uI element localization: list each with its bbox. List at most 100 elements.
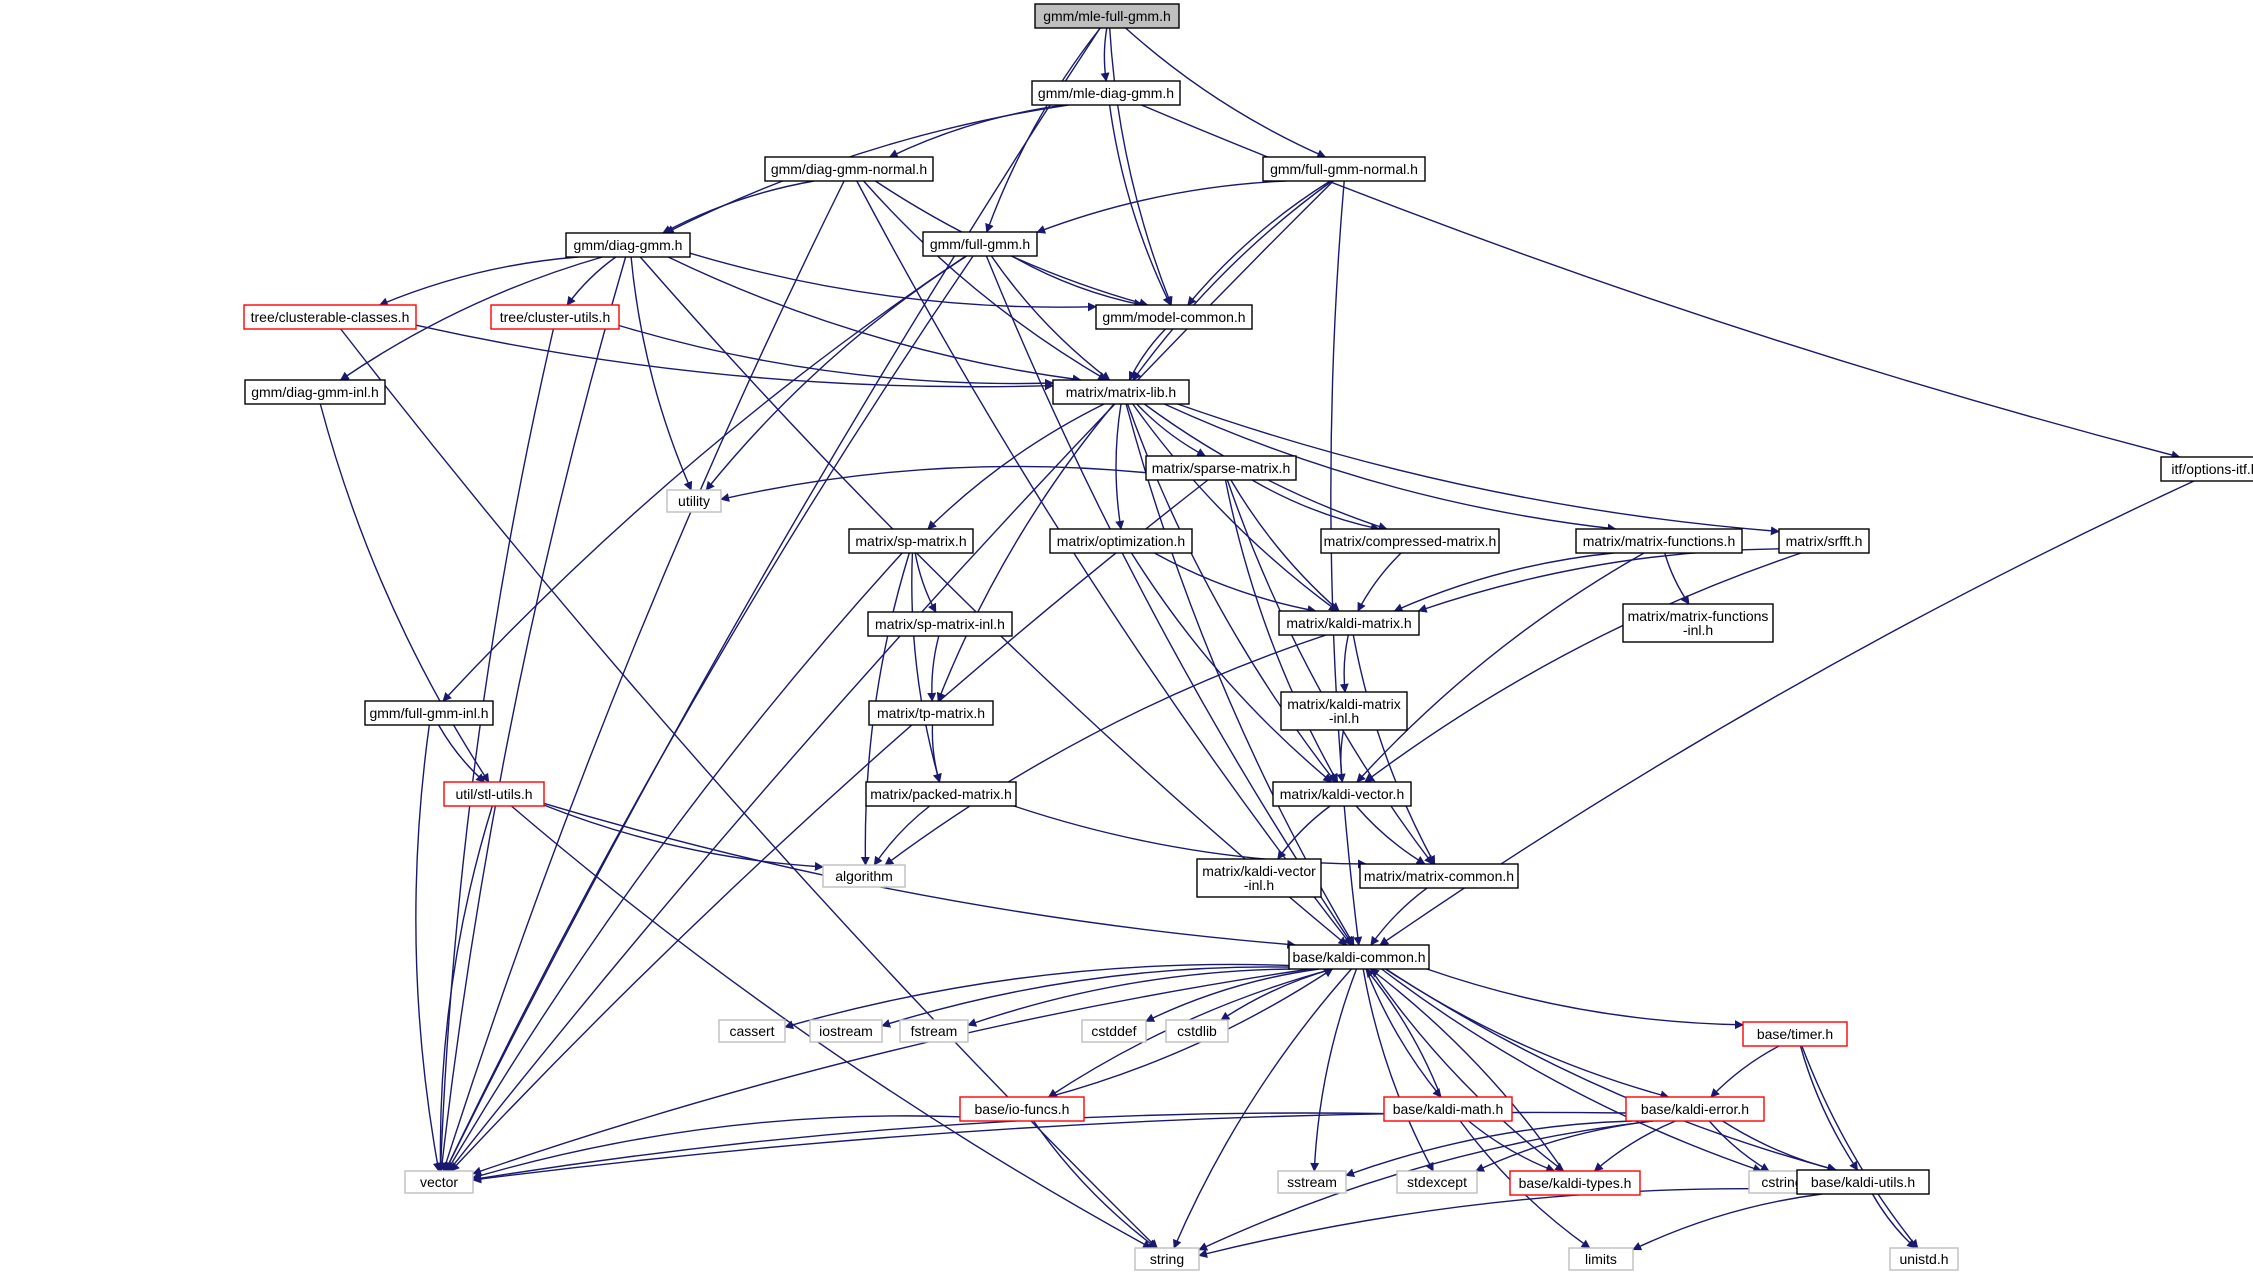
node-kaldi-matrix[interactable]: matrix/kaldi-matrix.h <box>1278 610 1420 636</box>
node-box <box>2160 456 2253 482</box>
edge-mle-full-to-mle-diag <box>1100 27 1110 82</box>
node-label: base/kaldi-math.h <box>1393 1101 1504 1117</box>
edge-matrix-functions-to-kaldi-vector <box>1356 552 1645 783</box>
node-sparse-matrix[interactable]: matrix/sparse-matrix.h <box>1145 455 1297 481</box>
edge-diag-gmm-to-clusterable <box>378 256 579 307</box>
node-kaldi-vector[interactable]: matrix/kaldi-vector.h <box>1272 781 1412 807</box>
node-model-common[interactable]: gmm/model-common.h <box>1095 304 1253 330</box>
edge-kaldi-common-to-kaldi-utils <box>1385 968 1837 1173</box>
node-sp-matrix[interactable]: matrix/sp-matrix.h <box>848 528 974 554</box>
edge-cluster-utils-to-vector <box>436 328 555 1172</box>
node-label: base/kaldi-types.h <box>1519 1175 1632 1191</box>
node-label: base/io-funcs.h <box>975 1101 1070 1117</box>
node-box <box>1031 80 1181 106</box>
node-label: gmm/model-common.h <box>1102 309 1245 325</box>
node-box <box>565 232 691 258</box>
node-timer[interactable]: base/timer.h <box>1742 1021 1848 1047</box>
node-box <box>1196 858 1322 898</box>
node-label: matrix/matrix-functions.h <box>1583 533 1735 549</box>
edge-matrix-lib-to-srfft <box>1177 403 1780 536</box>
node-label: matrix/optimization.h <box>1057 533 1185 549</box>
node-clusterable[interactable]: tree/clusterable-classes.h <box>243 304 417 330</box>
node-kaldi-types[interactable]: base/kaldi-types.h <box>1509 1170 1641 1196</box>
node-label: util/stl-utils.h <box>455 786 532 802</box>
node-kaldi-vector-inl[interactable]: matrix/kaldi-vector-inl.h <box>1196 858 1322 898</box>
node-io-funcs[interactable]: base/io-funcs.h <box>959 1096 1085 1122</box>
node-box <box>848 528 974 554</box>
node-diag-normal[interactable]: gmm/diag-gmm-normal.h <box>764 156 934 182</box>
node-label: gmm/full-gmm-inl.h <box>369 705 488 721</box>
edge-matrix-lib-to-optimization <box>1115 403 1125 530</box>
node-options-itf[interactable]: itf/options-itf.h <box>2160 456 2253 482</box>
node-algorithm: algorithm <box>822 864 906 888</box>
node-diag-gmm[interactable]: gmm/diag-gmm.h <box>565 232 691 258</box>
edge-kaldi-matrix-to-kaldi-matrix-inl <box>1339 634 1349 693</box>
node-cstdlib: cstdlib <box>1165 1019 1229 1043</box>
edge-matrix-functions-to-kaldi-matrix <box>1393 552 1614 612</box>
node-label: unistd.h <box>1899 1251 1948 1267</box>
node-full-gmm-inl[interactable]: gmm/full-gmm-inl.h <box>364 700 494 726</box>
edge-kaldi-types-to-kaldi-common <box>1369 968 1565 1172</box>
node-matrix-lib[interactable]: matrix/matrix-lib.h <box>1052 379 1190 405</box>
node-cluster-utils[interactable]: tree/cluster-utils.h <box>490 304 620 330</box>
node-sp-matrix-inl[interactable]: matrix/sp-matrix-inl.h <box>867 611 1013 637</box>
node-tp-matrix[interactable]: matrix/tp-matrix.h <box>868 700 994 726</box>
node-label: tree/clusterable-classes.h <box>251 309 410 325</box>
node-kaldi-error[interactable]: base/kaldi-error.h <box>1625 1096 1765 1122</box>
node-mle-diag[interactable]: gmm/mle-diag-gmm.h <box>1031 80 1181 106</box>
edge-kaldi-vector-to-matrix-common <box>1355 805 1426 865</box>
node-kaldi-math[interactable]: base/kaldi-math.h <box>1383 1096 1513 1122</box>
node-kaldi-matrix-inl[interactable]: matrix/kaldi-matrix-inl.h <box>1280 691 1408 731</box>
edge-full-gmm-inl-to-stl-utils <box>437 724 486 783</box>
node-label: matrix/matrix-lib.h <box>1066 384 1176 400</box>
node-label: matrix/sp-matrix.h <box>855 533 966 549</box>
node-label: matrix/matrix-functions-inl.h <box>1628 608 1769 638</box>
node-compressed-matrix[interactable]: matrix/compressed-matrix.h <box>1320 528 1500 554</box>
edge-sparse-matrix-to-vector <box>450 479 1209 1172</box>
node-label: matrix/kaldi-vector.h <box>1280 786 1404 802</box>
edge-kaldi-common-to-cstddef <box>1145 968 1320 1022</box>
edge-io-funcs-to-kaldi-common <box>1048 968 1334 1098</box>
node-matrix-functions-inl[interactable]: matrix/matrix-functions-inl.h <box>1622 603 1774 643</box>
node-label: matrix/compressed-matrix.h <box>1324 533 1497 549</box>
node-matrix-functions[interactable]: matrix/matrix-functions.h <box>1575 528 1743 554</box>
node-mle-full[interactable]: gmm/mle-full-gmm.h <box>1034 3 1180 29</box>
node-matrix-common[interactable]: matrix/matrix-common.h <box>1359 863 1519 889</box>
node-label: cstddef <box>1091 1023 1136 1039</box>
node-packed-matrix[interactable]: matrix/packed-matrix.h <box>865 781 1017 807</box>
node-box <box>1262 156 1426 182</box>
edge-io-funcs-to-string <box>1033 1120 1158 1249</box>
node-kaldi-utils[interactable]: base/kaldi-utils.h <box>1796 1169 1930 1195</box>
edge-kaldi-math-to-kaldi-common <box>1365 968 1442 1098</box>
node-label: limits <box>1585 1251 1617 1267</box>
edge-kaldi-error-to-kaldi-utils <box>1722 1120 1837 1173</box>
node-box <box>899 1019 969 1043</box>
node-box <box>809 1019 883 1043</box>
nodes-layer: gmm/mle-full-gmm.h gmm/mle-diag-gmm.h gmm/… <box>243 3 2253 1271</box>
edge-kaldi-matrix-to-algorithm <box>884 634 1327 866</box>
edge-kaldi-common-to-stdexcept <box>1362 968 1434 1172</box>
node-full-normal[interactable]: gmm/full-gmm-normal.h <box>1262 156 1426 182</box>
node-stl-utils[interactable]: util/stl-utils.h <box>443 781 545 807</box>
node-full-gmm[interactable]: gmm/full-gmm.h <box>922 231 1038 257</box>
edge-kaldi-common-to-fstream <box>967 968 1291 1027</box>
node-label: matrix/kaldi-vector-inl.h <box>1202 863 1316 893</box>
node-diag-gmm-inl[interactable]: gmm/diag-gmm-inl.h <box>244 379 386 405</box>
node-box <box>1277 1170 1347 1194</box>
node-limits: limits <box>1568 1247 1634 1271</box>
node-box <box>1383 1096 1513 1122</box>
edge-kaldi-math-to-vector <box>472 1112 1385 1183</box>
node-box <box>1625 1096 1765 1122</box>
node-box <box>959 1096 1085 1122</box>
node-label: itf/options-itf.h <box>2171 461 2253 477</box>
edge-kaldi-common-to-sstream <box>1310 968 1358 1172</box>
edge-matrix-lib-to-sparse-matrix <box>1136 403 1206 457</box>
node-kaldi-common[interactable]: base/kaldi-common.h <box>1288 944 1430 970</box>
node-label: fstream <box>911 1023 958 1039</box>
edge-stl-utils-to-vector <box>435 805 493 1172</box>
edge-diag-gmm-to-model-common <box>689 252 1097 312</box>
node-box <box>1134 1247 1200 1271</box>
node-box <box>1272 781 1412 807</box>
node-optimization[interactable]: matrix/optimization.h <box>1049 528 1193 554</box>
node-srfft[interactable]: matrix/srfft.h <box>1778 528 1870 554</box>
